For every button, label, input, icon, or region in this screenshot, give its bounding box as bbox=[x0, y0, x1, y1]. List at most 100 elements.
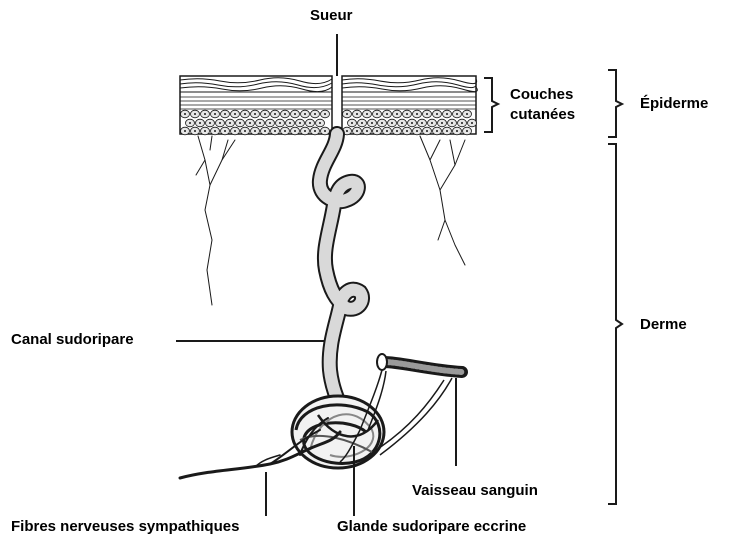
skin-layers-label-line2: cutanées bbox=[510, 106, 575, 123]
cell-nucleus bbox=[294, 113, 296, 115]
cell-nucleus bbox=[436, 113, 438, 115]
cell-nucleus bbox=[381, 122, 383, 124]
brackets bbox=[484, 70, 622, 504]
cell-nucleus bbox=[189, 122, 191, 124]
cell-nucleus bbox=[294, 130, 296, 132]
cell-nucleus bbox=[319, 122, 321, 124]
cell-nucleus bbox=[431, 122, 433, 124]
skin-layers-label-line1: Couches bbox=[510, 86, 573, 103]
cell-nucleus bbox=[239, 122, 241, 124]
cell-nucleus bbox=[314, 130, 316, 132]
cell-nucleus bbox=[229, 122, 231, 124]
cell-nucleus bbox=[204, 130, 206, 132]
cell-nucleus bbox=[376, 113, 378, 115]
cell-nucleus bbox=[264, 113, 266, 115]
cell-nucleus bbox=[391, 122, 393, 124]
nerve-fibers-label: Fibres nerveuses sympathiques bbox=[11, 518, 239, 535]
cell-nucleus bbox=[234, 113, 236, 115]
cell-nucleus bbox=[234, 130, 236, 132]
eccrine-gland-coil bbox=[292, 396, 384, 468]
cell-nucleus bbox=[254, 113, 256, 115]
cell-nucleus bbox=[406, 113, 408, 115]
cell-nucleus bbox=[219, 122, 221, 124]
cell-nucleus bbox=[209, 122, 211, 124]
cell-nucleus bbox=[214, 130, 216, 132]
cell-nucleus bbox=[184, 130, 186, 132]
cell-nucleus bbox=[426, 113, 428, 115]
cell-nucleus bbox=[406, 130, 408, 132]
sweat-duct bbox=[320, 134, 362, 420]
epidermis-label: Épiderme bbox=[640, 95, 708, 112]
cell-nucleus bbox=[366, 130, 368, 132]
cell-nucleus bbox=[446, 130, 448, 132]
cell-nucleus bbox=[416, 113, 418, 115]
cell-nucleus bbox=[204, 113, 206, 115]
cell-nucleus bbox=[456, 113, 458, 115]
sweat-duct-label: Canal sudoripare bbox=[11, 331, 134, 348]
cell-nucleus bbox=[346, 113, 348, 115]
cell-nucleus bbox=[416, 130, 418, 132]
dermis-bracket bbox=[608, 144, 622, 504]
cell-nucleus bbox=[361, 122, 363, 124]
cell-nucleus bbox=[346, 130, 348, 132]
cell-nucleus bbox=[289, 122, 291, 124]
cell-nucleus bbox=[199, 122, 201, 124]
cell-nucleus bbox=[264, 130, 266, 132]
cell-nucleus bbox=[244, 113, 246, 115]
cell-nucleus bbox=[356, 130, 358, 132]
cell-nucleus bbox=[284, 130, 286, 132]
cell-nucleus bbox=[274, 130, 276, 132]
cell-nucleus bbox=[471, 122, 473, 124]
cell-nucleus bbox=[376, 130, 378, 132]
blood-vessel-label: Vaisseau sanguin bbox=[412, 482, 538, 499]
cell-nucleus bbox=[466, 130, 468, 132]
cell-nucleus bbox=[224, 130, 226, 132]
cell-nucleus bbox=[451, 122, 453, 124]
cell-nucleus bbox=[386, 113, 388, 115]
cell-nucleus bbox=[436, 130, 438, 132]
cell-nucleus bbox=[259, 122, 261, 124]
cell-nucleus bbox=[351, 122, 353, 124]
cell-nucleus bbox=[446, 113, 448, 115]
cell-nucleus bbox=[314, 113, 316, 115]
cell-nucleus bbox=[324, 130, 326, 132]
cell-nucleus bbox=[421, 122, 423, 124]
cell-nucleus bbox=[396, 130, 398, 132]
stratum-basale-right bbox=[343, 110, 477, 135]
cell-nucleus bbox=[279, 122, 281, 124]
cell-nucleus bbox=[309, 122, 311, 124]
skin-layers-bracket bbox=[484, 78, 498, 132]
cell-nucleus bbox=[396, 113, 398, 115]
eccrine-gland-label: Glande sudoripare eccrine bbox=[337, 518, 526, 535]
epidermis-left-block bbox=[180, 76, 332, 135]
cell-nucleus bbox=[304, 130, 306, 132]
cell-nucleus bbox=[194, 113, 196, 115]
sweat-label: Sueur bbox=[310, 7, 353, 24]
cell-nucleus bbox=[304, 113, 306, 115]
cell-nucleus bbox=[224, 113, 226, 115]
cell-nucleus bbox=[461, 122, 463, 124]
cell-nucleus bbox=[194, 130, 196, 132]
cell-nucleus bbox=[254, 130, 256, 132]
cell-nucleus bbox=[284, 113, 286, 115]
dermis-label: Derme bbox=[640, 316, 687, 333]
cell-nucleus bbox=[441, 122, 443, 124]
cell-nucleus bbox=[249, 122, 251, 124]
cell-nucleus bbox=[466, 113, 468, 115]
cell-nucleus bbox=[456, 130, 458, 132]
cell-nucleus bbox=[401, 122, 403, 124]
cell-nucleus bbox=[244, 130, 246, 132]
cell-nucleus bbox=[386, 130, 388, 132]
cell-nucleus bbox=[366, 113, 368, 115]
cell-nucleus bbox=[269, 122, 271, 124]
epidermis-bracket bbox=[608, 70, 622, 137]
cell-nucleus bbox=[356, 113, 358, 115]
cell-nucleus bbox=[371, 122, 373, 124]
epidermis-right-block bbox=[342, 76, 477, 135]
cell-nucleus bbox=[274, 113, 276, 115]
cell-nucleus bbox=[299, 122, 301, 124]
cell-nucleus bbox=[184, 113, 186, 115]
cell-nucleus bbox=[214, 113, 216, 115]
